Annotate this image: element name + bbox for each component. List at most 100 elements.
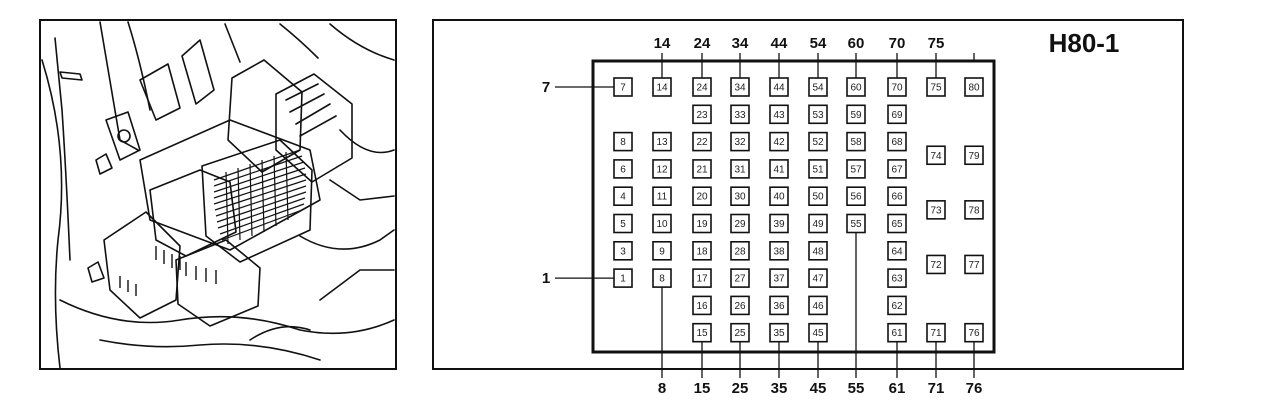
pin-number: 42 (773, 137, 785, 148)
top-pin-label: 70 (889, 35, 906, 52)
pin-number: 33 (734, 110, 746, 121)
pin-number: 37 (773, 274, 785, 285)
pin-cavity: 10 (652, 213, 672, 234)
pin-cavity: 59 (846, 104, 866, 125)
pin-cavity: 74 (926, 145, 946, 166)
pin-cavity: 25 (730, 322, 750, 343)
pin-number: 64 (891, 246, 903, 257)
pin-number: 16 (696, 301, 708, 312)
pin-cavity: 17 (692, 268, 712, 288)
pin-cavity: 52 (808, 131, 828, 152)
pin-number: 19 (696, 219, 708, 230)
pin-cavity: 8 (613, 131, 633, 152)
pin-cavity: 49 (808, 213, 828, 234)
pin-cavity: 73 (926, 200, 946, 220)
pin-cavity: 41 (769, 159, 789, 179)
pin-cavity: 60 (846, 77, 866, 97)
pin-number: 25 (734, 328, 746, 339)
pin-number: 24 (696, 83, 708, 94)
pin-cavity: 75 (926, 77, 946, 97)
pin-number: 50 (812, 192, 824, 203)
pin-number: 11 (657, 192, 668, 203)
pin-number: 63 (891, 274, 903, 285)
pin-cavity: 15 (692, 322, 712, 343)
side-pin-label: 1 (542, 270, 550, 287)
pin-number: 78 (968, 205, 980, 216)
pin-number: 46 (812, 301, 824, 312)
pin-cavity: 64 (887, 241, 907, 261)
pin-number: 74 (930, 151, 942, 162)
bottom-pin-label: 61 (889, 380, 906, 397)
pin-cavity: 12 (652, 159, 672, 179)
pin-cavity: 28 (730, 241, 750, 261)
pin-number: 51 (812, 164, 824, 175)
pin-number: 52 (812, 137, 824, 148)
pin-number: 26 (734, 301, 746, 312)
pin-number: 22 (696, 137, 708, 148)
pin-cavity: 66 (887, 186, 907, 206)
bottom-pin-label: 55 (848, 380, 865, 397)
pin-cavity: 33 (730, 104, 750, 125)
pin-number: 53 (812, 110, 824, 121)
pin-cavity: 45 (808, 322, 828, 343)
pin-number: 39 (773, 219, 785, 230)
pin-number: 29 (734, 219, 746, 230)
pin-number: 69 (891, 110, 903, 121)
bottom-pin-label: 15 (694, 380, 711, 397)
pin-cavity: 6 (613, 159, 633, 179)
pin-cavity: 13 (652, 131, 672, 152)
pin-number: 32 (734, 137, 746, 148)
pin-number: 5 (620, 219, 626, 230)
pin-cavity: 48 (808, 241, 828, 261)
pin-number: 36 (773, 301, 785, 312)
pin-number: 20 (696, 192, 708, 203)
top-pin-label: 14 (654, 35, 671, 52)
pin-cavity: 55 (846, 213, 866, 234)
pin-number: 28 (734, 246, 746, 257)
pin-cavity: 58 (846, 131, 866, 152)
pin-number: 59 (850, 110, 862, 121)
pin-cavity: 35 (769, 322, 789, 343)
pin-cavity: 9 (652, 241, 672, 261)
pin-cavity: 42 (769, 131, 789, 152)
pin-number: 57 (850, 164, 862, 175)
top-pin-label: 75 (928, 35, 945, 52)
pin-cavity: 20 (692, 186, 712, 206)
pin-cavity: 32 (730, 131, 750, 152)
connector-location-illustration (39, 19, 397, 370)
pin-number: 72 (930, 260, 942, 271)
pin-number: 27 (734, 274, 746, 285)
pin-number: 8 (659, 274, 665, 285)
pin-number: 66 (891, 192, 903, 203)
pin-cavity: 61 (887, 322, 907, 343)
pin-cavity: 38 (769, 241, 789, 261)
pin-number: 54 (812, 83, 824, 94)
pin-cavity: 40 (769, 186, 789, 206)
pin-cavity: 39 (769, 213, 789, 234)
pin-number: 30 (734, 192, 746, 203)
pin-number: 18 (696, 246, 708, 257)
pin-number: 4 (620, 192, 626, 203)
pin-cavity: 31 (730, 159, 750, 179)
pin-number: 68 (891, 137, 903, 148)
bottom-pin-label: 71 (928, 380, 945, 397)
pin-cavity: 63 (887, 268, 907, 288)
pin-number: 41 (773, 164, 785, 175)
side-pin-label: 7 (542, 79, 550, 96)
pin-cavity: 34 (730, 77, 750, 97)
pin-cavity: 80 (964, 77, 984, 97)
pin-number: 38 (773, 246, 785, 257)
pin-cavity: 26 (730, 295, 750, 316)
pin-cavity: 47 (808, 268, 828, 288)
pin-number: 15 (696, 328, 708, 339)
bottom-pin-label: 25 (732, 380, 749, 397)
pin-cavity: 29 (730, 213, 750, 234)
pin-cavity: 77 (964, 254, 984, 275)
pin-cavity: 8 (652, 268, 672, 288)
pin-number: 65 (891, 219, 903, 230)
pin-cavity: 78 (964, 200, 984, 220)
bottom-pin-label: 8 (658, 380, 666, 397)
pin-cavity: 50 (808, 186, 828, 206)
